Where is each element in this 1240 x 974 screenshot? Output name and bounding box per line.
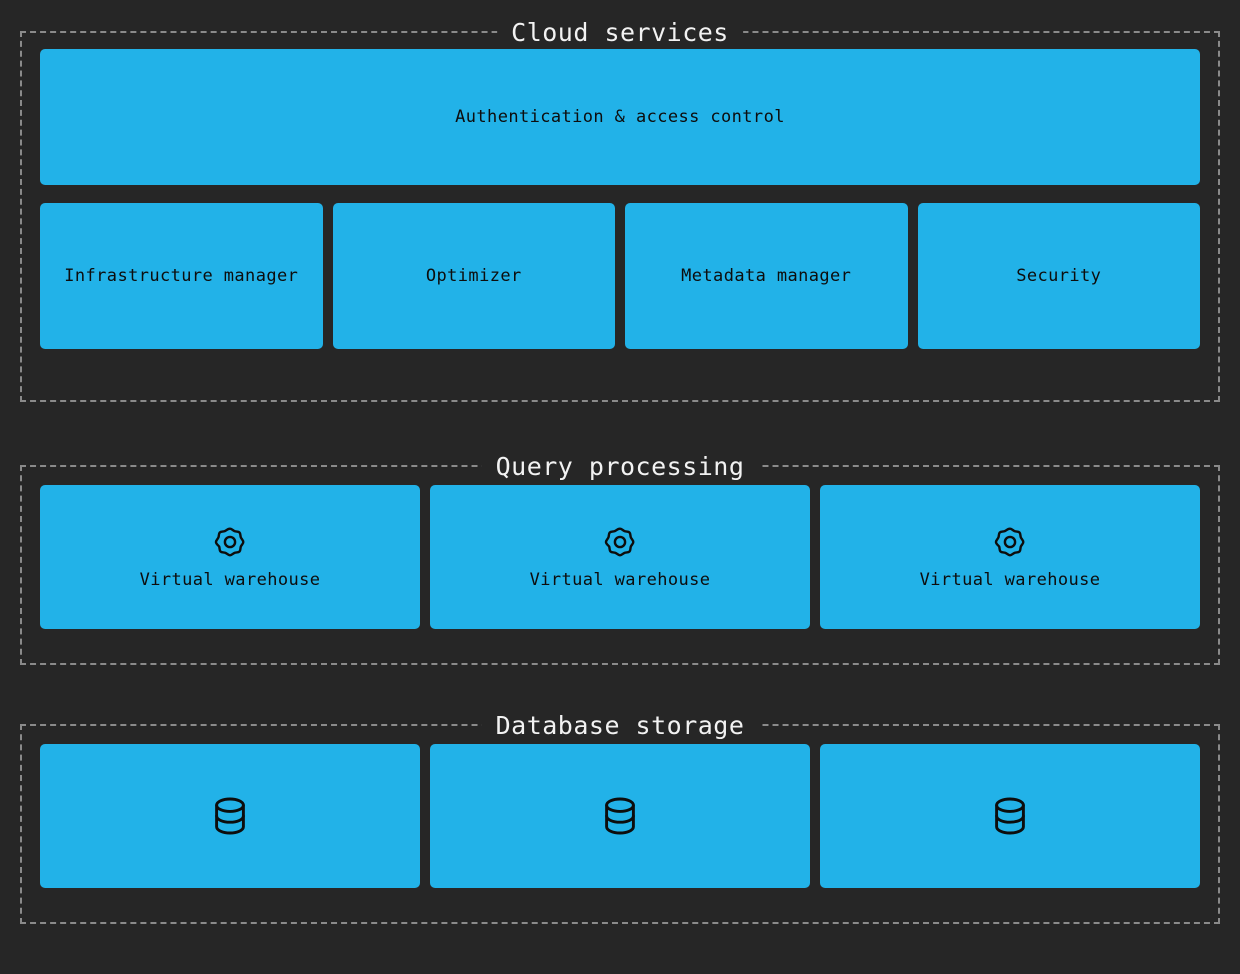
node-metadata-manager[interactable]: Metadata manager [625,203,908,349]
database-icon [596,792,644,840]
query-processing-node-row: Virtual warehouse Virtual warehouse [40,485,1200,629]
node-label: Optimizer [425,266,522,286]
node-label: Security [1016,266,1102,286]
architecture-diagram: Cloud services Authentication & access c… [0,20,1240,974]
database-icon [986,792,1034,840]
section-database-storage: Database storage [20,713,1220,924]
section-query-processing: Query processing Virtual warehouse [20,454,1220,665]
gear-icon [603,525,637,559]
section-title-database-storage: Database storage [481,713,759,739]
gear-icon [993,525,1027,559]
node-virtual-warehouse-1[interactable]: Virtual warehouse [40,485,420,629]
database-storage-node-row [40,744,1200,888]
database-icon [206,792,254,840]
section-title-query-processing: Query processing [481,454,759,480]
cloud-services-node-row: Infrastructure manager Optimizer Metadat… [40,203,1200,349]
node-database-1[interactable] [40,744,420,888]
section-title-cloud-services: Cloud services [497,20,743,46]
node-label: Virtual warehouse [139,569,321,590]
node-virtual-warehouse-3[interactable]: Virtual warehouse [820,485,1200,629]
node-label: Metadata manager [681,266,852,286]
node-infrastructure-manager[interactable]: Infrastructure manager [40,203,323,349]
node-authentication-access-control[interactable]: Authentication & access control [40,49,1200,185]
node-label: Infrastructure manager [64,266,299,286]
node-label: Virtual warehouse [529,569,711,590]
node-optimizer[interactable]: Optimizer [332,203,615,349]
node-label: Virtual warehouse [919,569,1101,590]
gear-icon [213,525,247,559]
node-security[interactable]: Security [917,203,1200,349]
node-database-2[interactable] [430,744,810,888]
node-label: Authentication & access control [455,107,785,127]
section-cloud-services: Cloud services Authentication & access c… [20,20,1220,402]
node-database-3[interactable] [820,744,1200,888]
node-virtual-warehouse-2[interactable]: Virtual warehouse [430,485,810,629]
